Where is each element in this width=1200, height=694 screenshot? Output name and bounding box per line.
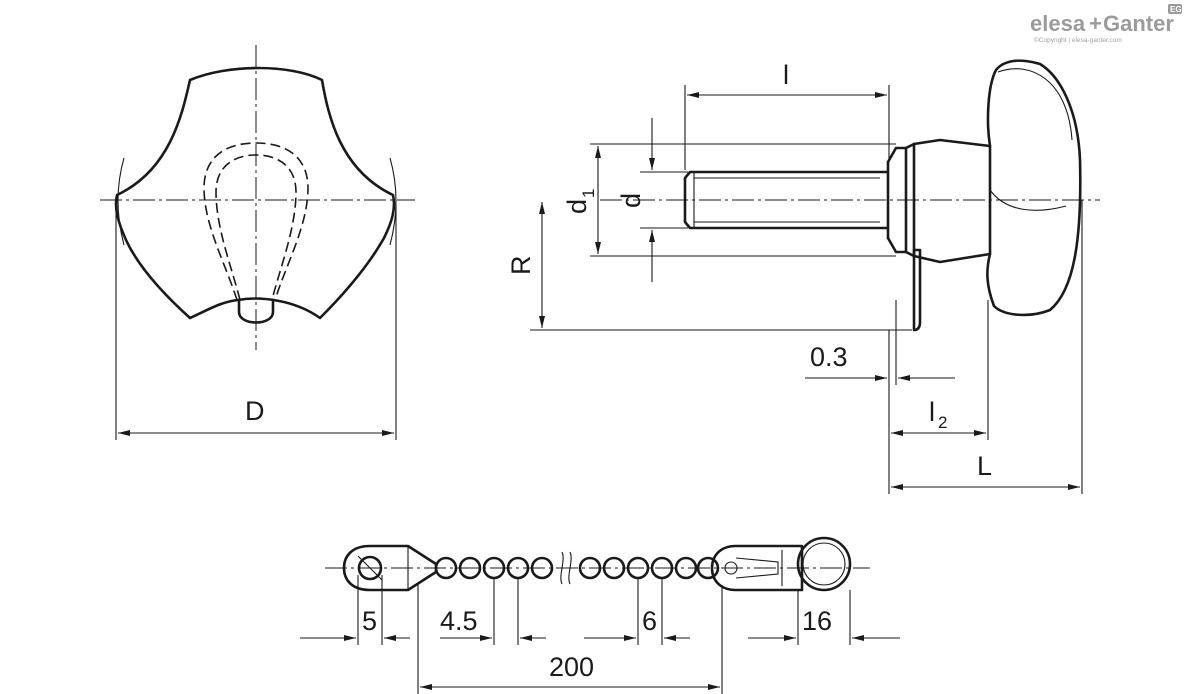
dim-label-0-3: 0.3 xyxy=(810,342,848,372)
dim-label-l2-main: l xyxy=(929,397,935,427)
side-neck-bottom xyxy=(912,252,992,264)
brand-plus: + xyxy=(1089,11,1102,36)
dim-label-R: R xyxy=(506,256,536,276)
chain-ball xyxy=(530,556,554,580)
dim-label-l2: l 2 xyxy=(929,397,947,432)
chain-eye-hole xyxy=(357,555,383,581)
front-right-arc xyxy=(389,157,397,246)
side-collar-ring-2 xyxy=(904,142,916,258)
dim-label-l2-sub: 2 xyxy=(938,413,947,432)
side-knob-rim xyxy=(997,68,1073,141)
chain-clasp-pin xyxy=(724,561,738,575)
dim-label-d1-main: d xyxy=(562,199,592,214)
brand-copyright: ©Copyright | elesa-ganter.com xyxy=(1034,36,1122,44)
chain-split-ring xyxy=(796,536,852,592)
side-view: l d 1 d R 0.3 l xyxy=(506,59,1100,494)
dim-label-l: l xyxy=(783,60,789,90)
dim-label-L: L xyxy=(977,451,992,481)
chain-ball xyxy=(458,556,482,580)
chain-ball xyxy=(696,556,720,580)
dim-label-chain-5: 5 xyxy=(362,606,377,636)
brand-name-part1: elesa xyxy=(1030,11,1086,36)
side-pin-body xyxy=(683,170,888,230)
dim-label-D: D xyxy=(245,396,265,426)
dim-label-chain-16: 16 xyxy=(802,606,832,636)
dim-label-chain-4-5: 4.5 xyxy=(440,606,478,636)
chain-break-right xyxy=(568,551,572,585)
dim-label-d1: d 1 xyxy=(562,189,598,214)
brand-badge-box xyxy=(1168,4,1182,14)
dim-label-chain-6: 6 xyxy=(642,606,657,636)
dim-label-R-group: R xyxy=(506,256,536,276)
chain-split-ring-inner xyxy=(802,542,846,586)
dim-label-d: d xyxy=(616,193,646,208)
dim-label-d-group: d xyxy=(616,193,646,208)
brand-badge-text: EG xyxy=(1170,5,1182,14)
brand-logo: elesa + Ganter EG ©Copyright | elesa-gan… xyxy=(1030,4,1182,44)
front-groove-outer-hidden xyxy=(203,142,309,301)
dim-label-chain-200: 200 xyxy=(549,652,594,682)
side-chain-plate xyxy=(912,248,922,332)
side-knob-lobe-line xyxy=(989,189,1067,211)
chain-ball xyxy=(602,556,626,580)
side-knob-head xyxy=(986,59,1082,317)
dim-label-d1-sub: 1 xyxy=(579,189,598,198)
chain-ball xyxy=(674,556,698,580)
brand-name-part2: Ganter xyxy=(1103,11,1174,36)
front-slot xyxy=(237,298,275,324)
front-knob-outline xyxy=(114,66,396,320)
front-groove-inner-hidden xyxy=(215,154,297,301)
chain-view: 5 4.5 6 16 200 xyxy=(300,536,900,694)
chain-break-left xyxy=(560,551,564,585)
chain-ball xyxy=(578,556,602,580)
chain-eye-end xyxy=(342,544,438,592)
front-left-arc xyxy=(117,157,125,246)
chain-ball xyxy=(434,556,458,580)
chain-eye-hatch xyxy=(357,555,383,581)
chain-clasp-slot xyxy=(735,557,779,579)
side-collar-ring-1 xyxy=(886,146,908,254)
chain-clasp xyxy=(710,544,804,592)
side-neck-top xyxy=(912,138,992,148)
front-view: D xyxy=(100,45,415,440)
